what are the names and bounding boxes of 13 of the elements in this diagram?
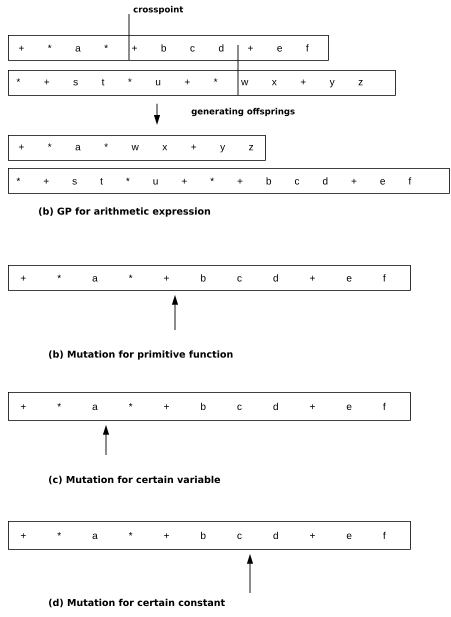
caption: (d) Mutation for certain constant (49, 598, 225, 608)
caption: (b) Mutation for primitive function (49, 350, 232, 360)
caption: (c) Mutation for certain variable (49, 476, 220, 484)
gene-string-box: + * a * w x + y z (8, 135, 266, 161)
edge-label: generating offsprings (190, 106, 296, 118)
caption: (b) GP for arithmetic expression (39, 207, 210, 217)
gene-string-box: + * a * + b c d + e f (8, 392, 411, 421)
gene-string-box: + * a * + b c d + e f (8, 521, 411, 550)
gene-string-box: + * a * + b c d + e f (8, 35, 329, 61)
gene-string-box: * + s t * u + * w x + y z (8, 70, 396, 96)
gene-string-box: * + s t * u + * + b c d + e f (8, 168, 450, 194)
label: crosspoint (134, 6, 184, 14)
gene-string-box: + * a * + b c d + e f (8, 265, 411, 291)
